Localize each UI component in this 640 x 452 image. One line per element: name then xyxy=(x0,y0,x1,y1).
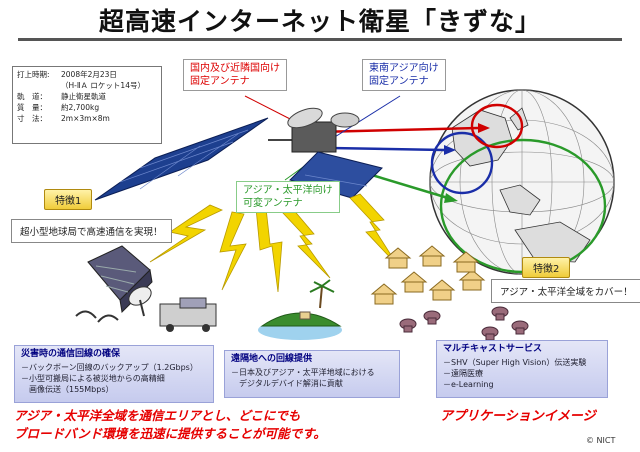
sea-antenna-line2: 固定アンテナ xyxy=(369,75,439,88)
disaster-panel: 災害時の通信回線の確保 －バックボーン回線のバックアップ（1.2Gbps） －小… xyxy=(14,345,214,403)
small-earth-stations xyxy=(400,307,528,340)
remote-item: －日本及びアジア・太平洋地域における xyxy=(231,367,393,378)
multicast-item: －e-Learning xyxy=(443,379,601,390)
feature1-bubble: 超小型地球局で高速通信を実現！ xyxy=(11,219,172,243)
spec-key: 寸 法： xyxy=(17,113,61,124)
remote-item: デジタルデバイド解消に貢献 xyxy=(231,378,393,389)
remote-panel-title: 遠隔地への回線提供 xyxy=(231,354,393,365)
spec-row: 質 量：約2,700kg xyxy=(17,102,157,113)
application-image-label: アプリケーションイメージ xyxy=(440,405,595,424)
sea-antenna-line1: 東南アジア向け xyxy=(369,62,439,75)
feature2-bubble: アジア・太平洋全域をカバー！ xyxy=(491,279,640,303)
satellite-spec-box: 打上時期:2008年2月23日 （H-ⅡＡ ロケット14号） 軌 道：静止衛星軌… xyxy=(12,66,162,144)
apac-antenna-line2: 可変アンテナ xyxy=(243,197,333,210)
asia-pacific-antenna-label: アジア・太平洋向け 可変アンテナ xyxy=(236,181,340,213)
feature2-tag: 特徴2 xyxy=(522,257,570,278)
disaster-item: 画像伝送（155Mbps） xyxy=(21,384,207,395)
southeast-asia-antenna-label: 東南アジア向け 固定アンテナ xyxy=(362,59,446,91)
beam-blue xyxy=(330,148,444,150)
feature1-tag: 特徴1 xyxy=(44,189,92,210)
spec-row: 打上時期:2008年2月23日 xyxy=(17,69,157,80)
spec-value: 約2,700kg xyxy=(61,102,99,113)
spec-key: 軌 道： xyxy=(17,91,61,102)
spec-value: 2008年2月23日 xyxy=(61,69,117,80)
summary-line-2: ブロードバンド環境を迅速に提供することが可能です。 xyxy=(14,423,326,442)
spec-key: 質 量： xyxy=(17,102,61,113)
domestic-antenna-label: 国内及び近隣国向け 固定アンテナ xyxy=(183,59,287,91)
summary-line-1: アジア・太平洋全域を通信エリアとし、どこにでも xyxy=(14,405,300,424)
spec-row: 軌 道：静止衛星軌道 xyxy=(17,91,157,102)
domestic-antenna-line1: 国内及び近隣国向け xyxy=(190,62,280,75)
disaster-item: －バックボーン回線のバックアップ（1.2Gbps） xyxy=(21,362,207,373)
transport-truck xyxy=(160,298,216,332)
domestic-antenna-line2: 固定アンテナ xyxy=(190,75,280,88)
remote-panel: 遠隔地への回線提供 －日本及びアジア・太平洋地域における デジタルデバイド解消に… xyxy=(224,350,400,398)
spec-key: 打上時期: xyxy=(17,69,61,80)
apac-antenna-line1: アジア・太平洋向け xyxy=(243,184,333,197)
broken-cable-icon xyxy=(76,311,118,322)
multicast-item: －遠隔医療 xyxy=(443,368,601,379)
spec-value: 静止衛星軌道 xyxy=(61,91,106,102)
spec-key xyxy=(17,80,61,91)
spec-value: （H-ⅡＡ ロケット14号） xyxy=(61,80,145,91)
spec-value: 2m×3m×8m xyxy=(61,113,110,124)
multicast-panel: マルチキャストサービス －SHV（Super High Vision）伝送実験 … xyxy=(436,340,608,398)
disaster-item: －小型可搬局による被災地からの高精細 xyxy=(21,373,207,384)
spec-row: 寸 法：2m×3m×8m xyxy=(17,113,157,124)
multicast-panel-title: マルチキャストサービス xyxy=(443,344,601,355)
remote-island xyxy=(258,280,342,340)
nict-credit: © NICT xyxy=(586,436,615,445)
spec-row: （H-ⅡＡ ロケット14号） xyxy=(17,80,157,91)
multicast-item: －SHV（Super High Vision）伝送実験 xyxy=(443,357,601,368)
disaster-panel-title: 災害時の通信回線の確保 xyxy=(21,349,207,360)
